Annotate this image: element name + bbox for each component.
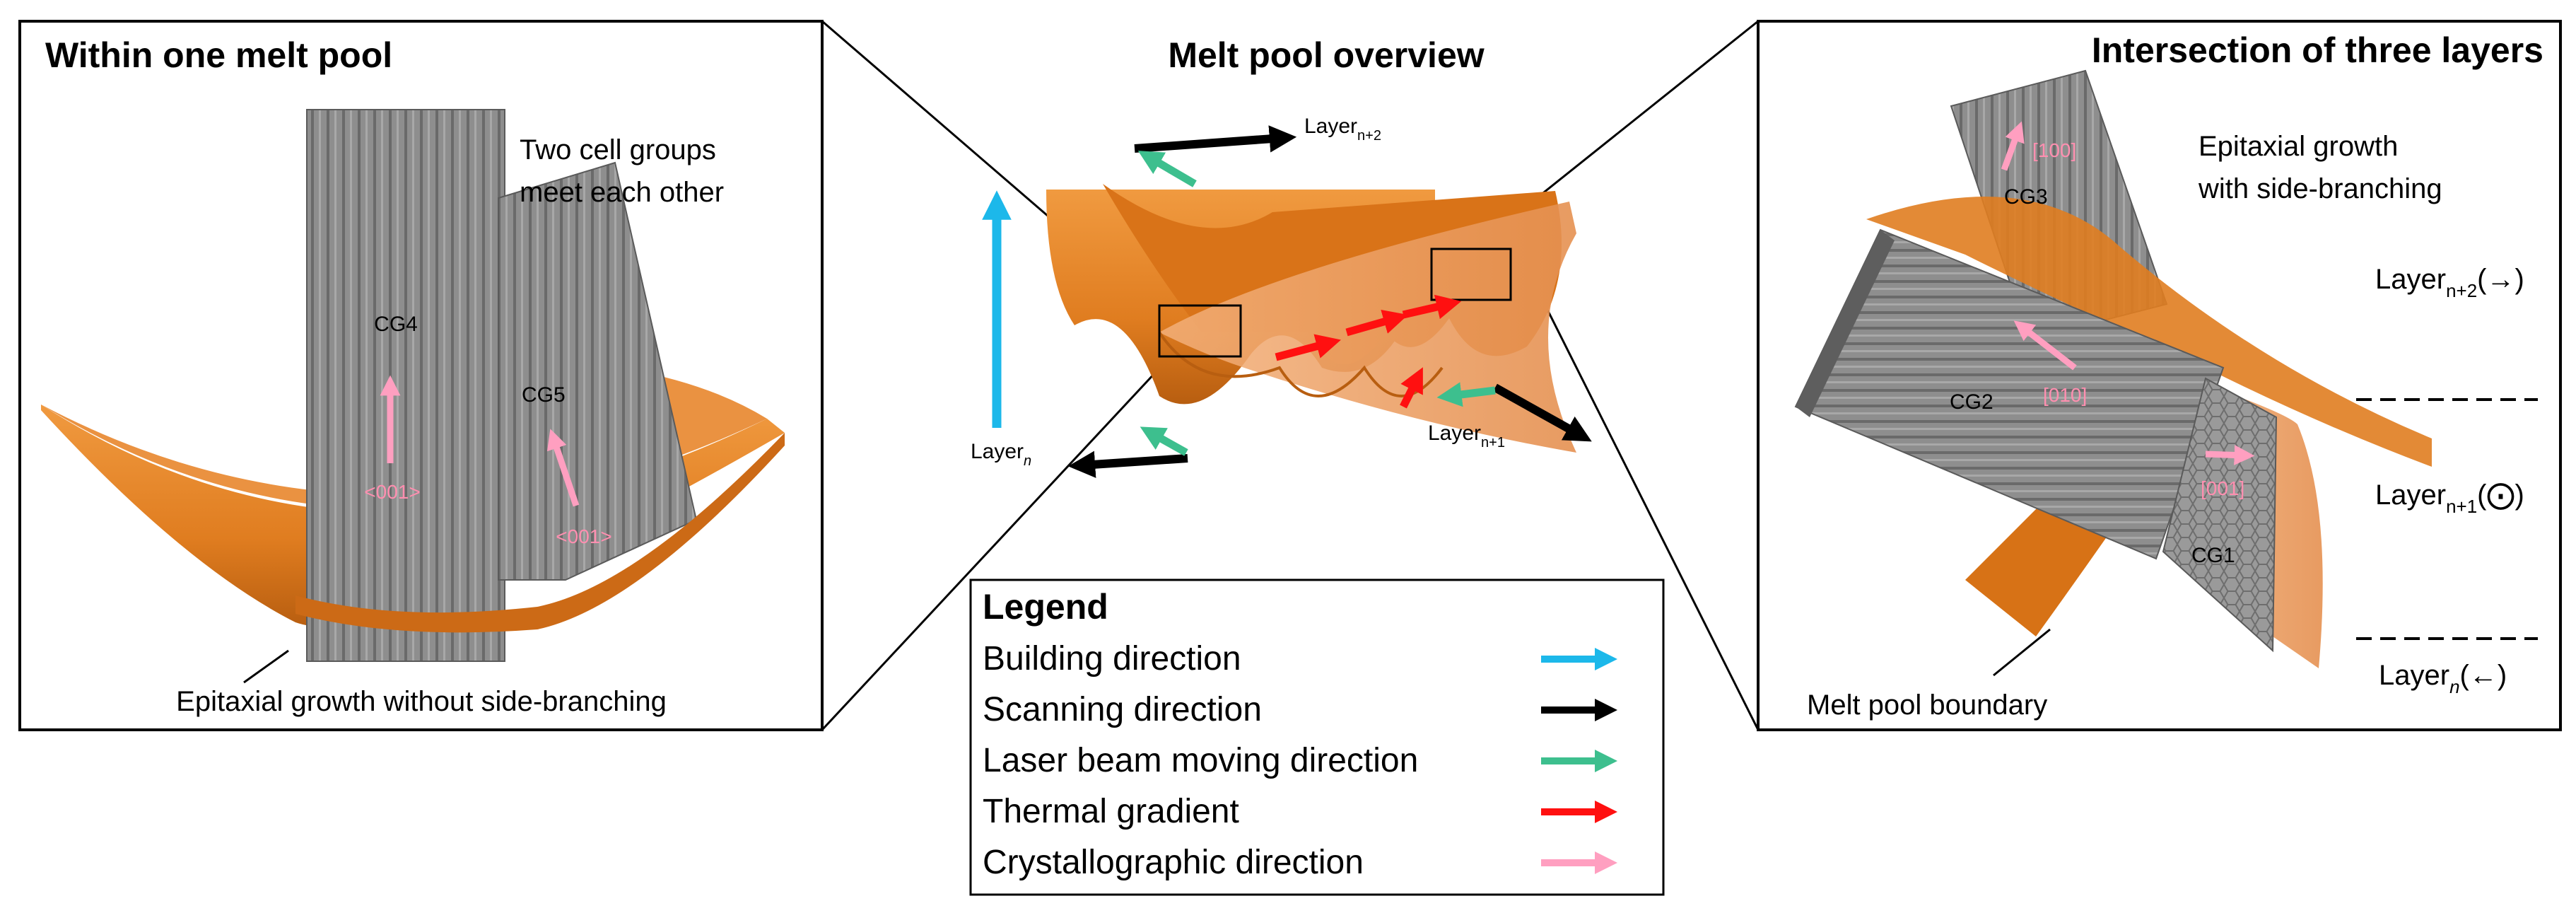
zoom-box-right: [1430, 248, 1512, 301]
legend: Legend Building direction Scanning direc…: [969, 578, 1665, 896]
cg5-label: CG5: [522, 383, 566, 407]
laser-arrow-bottom: [1140, 426, 1188, 456]
legend-frame: [969, 578, 1665, 896]
legend-title: Legend: [983, 587, 1108, 627]
thermal-arrow-4: [1400, 367, 1423, 409]
center-layer-bottom: Layern: [971, 440, 1031, 469]
thermal-arrow-2: [1345, 309, 1408, 337]
right-caption: Melt pool boundary: [1807, 690, 2047, 721]
legend-item: Scanning direction: [983, 691, 1618, 728]
legend-item: Crystallographic direction: [983, 844, 1618, 881]
caption-leader-right: [1993, 628, 2051, 677]
laser-arrow-top: [1137, 151, 1197, 187]
cg4-label: CG4: [374, 313, 418, 336]
right-note-line1: Epitaxial growth: [2199, 131, 2398, 162]
thermal-arrow-1: [1275, 334, 1342, 361]
svg-text:Crystallographic direction: Crystallographic direction: [983, 844, 1364, 881]
cell-group-cg4: [306, 109, 505, 662]
crystal-direction-arrow-010: [2013, 320, 2077, 371]
left-panel-title: Within one melt pool: [45, 35, 392, 75]
center-title: Melt pool overview: [1168, 35, 1484, 75]
svg-text:Laser beam moving direction: Laser beam moving direction: [983, 742, 1418, 779]
zoom-box-left: [1158, 304, 1242, 358]
thermal-arrow-3: [1402, 294, 1462, 320]
right-panel: Intersection of three layers CG3 CG2 CG1…: [1757, 20, 2562, 731]
crystal-direction-arrow-001: [2205, 445, 2255, 465]
dir-100-label: [100]: [2032, 139, 2076, 161]
left-panel: Within one melt pool CG4 CG5 <001> <001>…: [18, 20, 824, 731]
cg2-label: CG2: [1950, 390, 1994, 414]
svg-text:Building direction: Building direction: [983, 640, 1241, 678]
laser-arrow-mid: [1436, 382, 1496, 407]
dir-001-label: [001]: [2201, 477, 2244, 499]
svg-text:Thermal gradient: Thermal gradient: [983, 793, 1239, 830]
svg-text:Scanning direction: Scanning direction: [983, 691, 1262, 728]
cg1-label: CG1: [2191, 544, 2235, 567]
center-layer-top: Layern+2: [1304, 115, 1381, 144]
left-note-line2: meet each other: [520, 177, 724, 208]
scan-arrow-bottom: [1067, 450, 1188, 478]
left-caption: Epitaxial growth without side-branching: [176, 686, 667, 717]
right-note-line2: with side-branching: [2198, 173, 2442, 204]
legend-item: Building direction: [983, 640, 1618, 678]
cg5-direction-label: <001>: [556, 525, 611, 547]
center-layer-mid: Layern+1: [1428, 421, 1505, 450]
dir-010-label: [010]: [2043, 384, 2087, 406]
left-note-line1: Two cell groups: [520, 134, 716, 165]
caption-leader-left: [243, 649, 289, 684]
scan-arrow-mid: [1493, 383, 1592, 442]
cell-group-cg5: [498, 161, 698, 581]
legend-item: Laser beam moving direction: [983, 742, 1618, 779]
right-layer-mid: Layern+1(⨀): [2375, 479, 2524, 517]
right-layer-bottom: Layern(←): [2379, 660, 2507, 697]
scan-arrow-top: [1134, 125, 1297, 153]
center-panel: Melt pool overview Layern+2 Layern+1 Lay…: [971, 35, 1592, 478]
right-layer-top: Layern+2(→): [2375, 264, 2524, 301]
legend-item: Thermal gradient: [983, 793, 1618, 830]
crystal-direction-arrow-cg5: [546, 429, 580, 507]
cg3-label: CG3: [2004, 185, 2048, 209]
right-panel-title: Intersection of three layers: [2092, 30, 2543, 70]
crystal-direction-arrow-100: [2001, 121, 2025, 171]
melt-pool-sheet-upper: [1866, 197, 2432, 467]
cg4-direction-label: <001>: [364, 481, 420, 503]
